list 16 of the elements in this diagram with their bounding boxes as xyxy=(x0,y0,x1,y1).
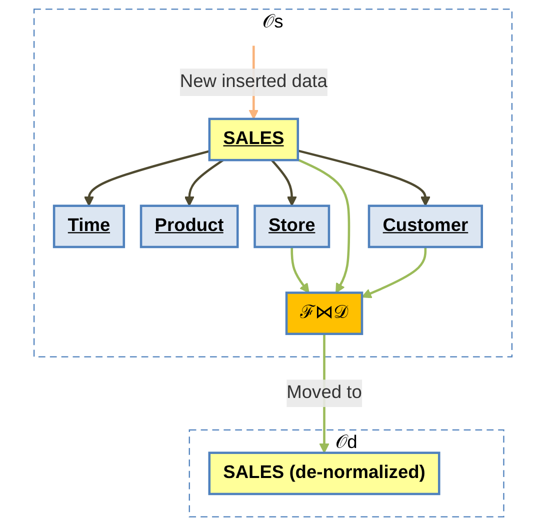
arrow xyxy=(270,159,297,206)
arrow xyxy=(297,158,350,294)
node-box: Store xyxy=(254,204,330,248)
node-box: SALES (de-normalized) xyxy=(208,452,440,496)
node-box: Product xyxy=(140,204,239,248)
arrow xyxy=(84,150,210,206)
arrow xyxy=(362,247,427,298)
node-box: ℱ⋈𝒟 xyxy=(285,292,364,336)
arrow xyxy=(184,159,224,206)
edge-label: Moved to xyxy=(286,383,362,403)
node-box: SALES xyxy=(208,118,300,162)
edge-label: New inserted data xyxy=(180,72,328,92)
arrow xyxy=(290,247,310,294)
arrow xyxy=(298,150,430,206)
node-box: Time xyxy=(52,204,126,248)
node-box: Customer xyxy=(368,204,483,248)
